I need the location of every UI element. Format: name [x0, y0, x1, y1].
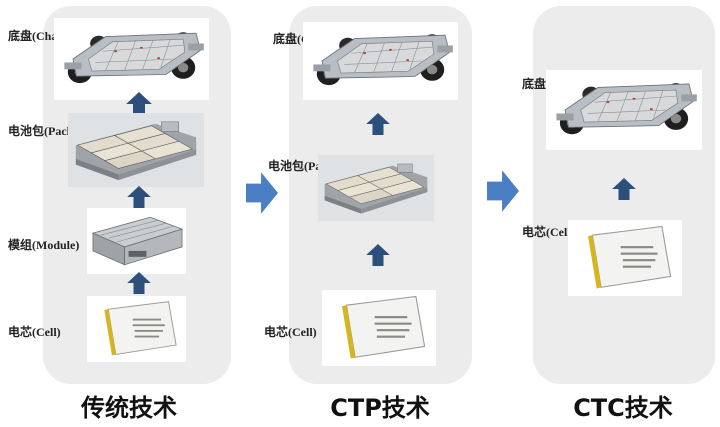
module-image-1	[87, 208, 186, 274]
chassis-image-2	[303, 22, 458, 100]
title-ctp: CTP技术	[330, 394, 430, 422]
up-arrow-icon	[365, 113, 391, 135]
up-arrow-icon	[365, 244, 391, 266]
cell-image-2	[322, 290, 436, 366]
chassis-image-1	[54, 18, 209, 100]
up-arrow-icon	[611, 178, 637, 200]
right-arrow-icon	[246, 172, 278, 214]
title-ctc: CTC技术	[573, 394, 673, 422]
up-arrow-icon	[126, 186, 152, 208]
label-cell-3: 电芯(Cell)	[522, 225, 575, 239]
cell-image-1	[87, 296, 186, 362]
label-pack-1: 电池包(Pack)	[8, 124, 78, 138]
cell-image-3	[568, 220, 682, 296]
label-cell-1: 电芯(Cell)	[8, 325, 61, 339]
up-arrow-icon	[126, 272, 152, 294]
chassis-image-3	[546, 70, 702, 150]
pack-image-2	[318, 155, 434, 221]
right-arrow-icon	[487, 170, 519, 212]
label-module-1: 模组(Module)	[8, 238, 80, 252]
title-traditional: 传统技术	[81, 394, 177, 422]
pack-image-1	[68, 113, 204, 187]
label-cell-2: 电芯(Cell)	[264, 325, 317, 339]
